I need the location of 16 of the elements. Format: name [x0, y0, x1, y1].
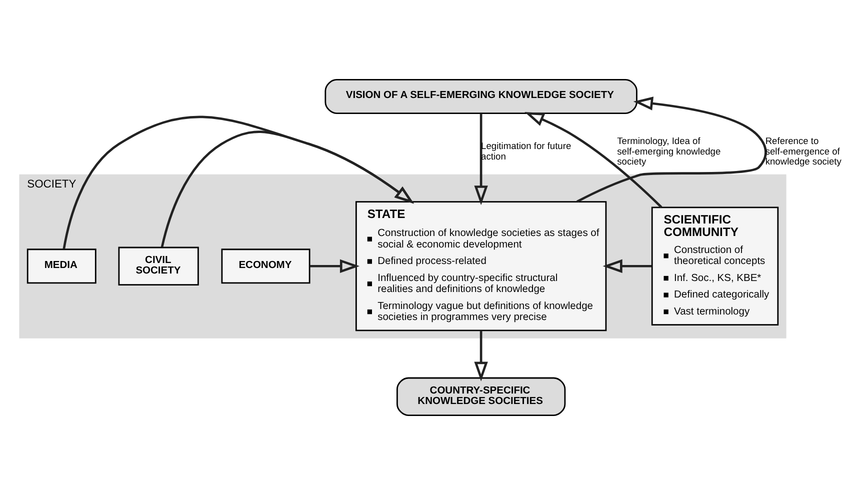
node-box: SCIENTIFIC COMMUNITY Construction of theoretical concepts Inf. Soc., KS, KBE* Defined categorically Vast terminology — [651, 206, 779, 326]
arrow — [62, 116, 414, 250]
node-box: MEDIA — [26, 248, 96, 284]
arrow — [576, 96, 767, 203]
node-box: VISION OF A SELF-EMERGING KNOWLEDGE SOCIETY — [324, 79, 638, 114]
node-box: COUNTRY-SPECIFIC KNOWLEDGE SOCIETIES — [396, 377, 566, 416]
arrow — [474, 114, 488, 206]
arrow — [310, 259, 360, 273]
arrow — [160, 130, 414, 248]
node-box: CIVIL SOCIETY — [118, 246, 199, 286]
arrow — [524, 112, 662, 208]
node-box: STATE Construction of knowledge societies as stages of social & economic development Defined process-related Influenced by country-specific structural realities and definitions of knowledge Terminology vague but definitions of knowledge societies in programmes very precise — [355, 201, 607, 332]
edge-label: Terminology, Idea of self-emerging knowledge society — [617, 136, 721, 167]
arrow — [474, 330, 488, 382]
node-box: ECONOMY — [221, 248, 310, 284]
arrow — [602, 259, 652, 273]
